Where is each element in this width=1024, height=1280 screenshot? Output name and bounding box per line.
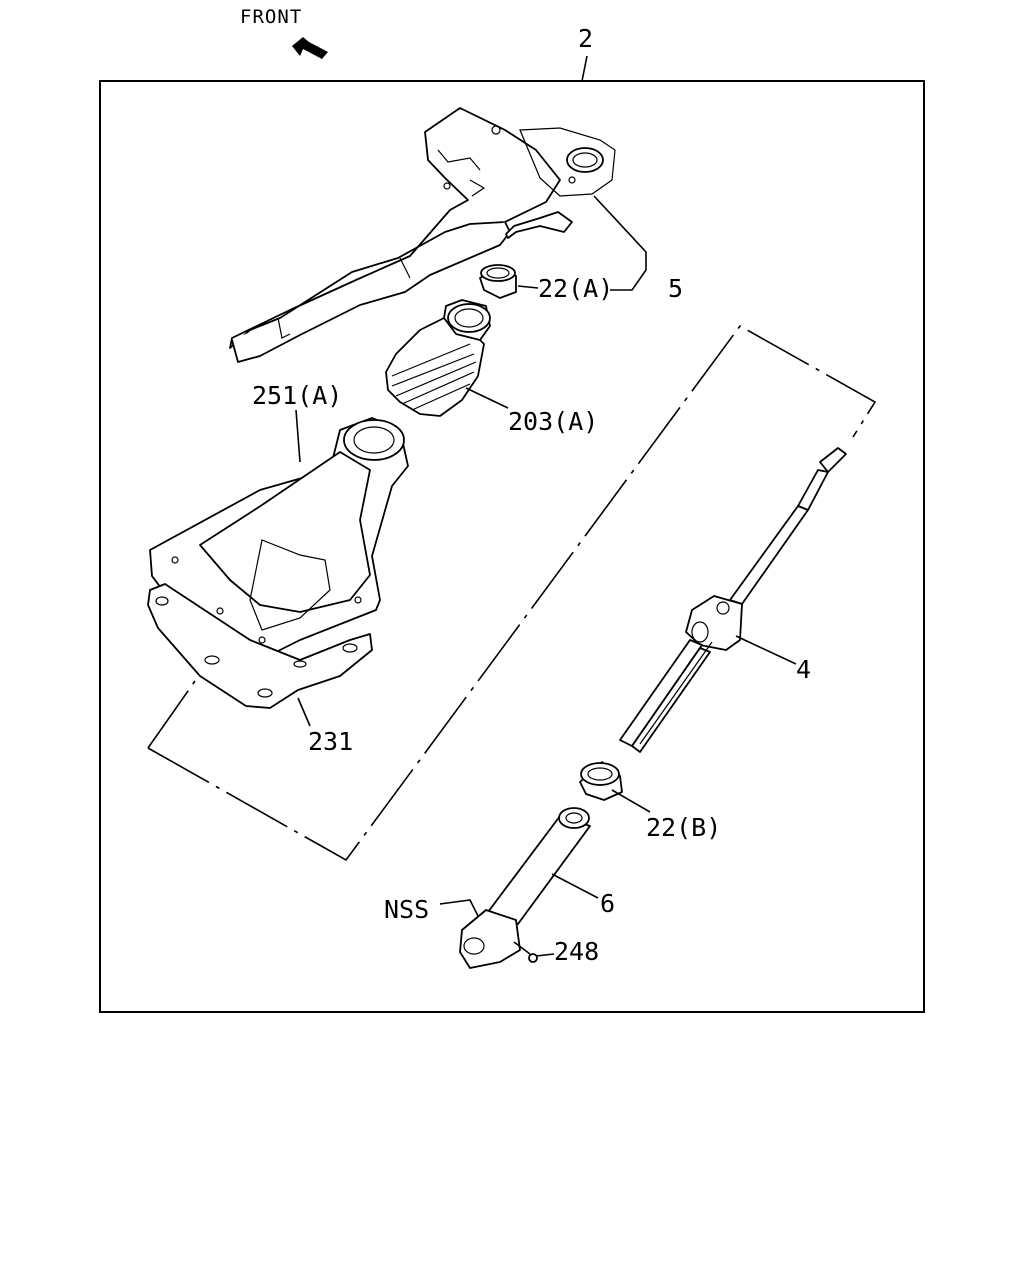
callout-nss: NSS (384, 895, 429, 924)
callout-bushing-b: 22(B) (646, 813, 721, 842)
bushing-b (579, 761, 623, 801)
lower-shaft-part (459, 807, 591, 969)
callout-lower-shaft: 6 (600, 889, 615, 918)
assembly-frame (99, 80, 925, 1013)
callout-boot-cover: 251(A) (252, 381, 342, 410)
callout-bushing-a: 22(A) (538, 274, 613, 303)
callout-boot-a: 203(A) (508, 407, 598, 436)
front-label: FRONT (240, 6, 302, 28)
callout-bolt: 248 (554, 937, 599, 966)
assembly-outline (147, 324, 877, 862)
callout-plate: 231 (308, 727, 353, 756)
boot-a (385, 299, 491, 417)
boot-cover (149, 417, 409, 661)
callout-bracket: 5 (668, 274, 683, 303)
plate-part (147, 583, 373, 709)
shaft-part (619, 447, 847, 753)
callout-shaft: 4 (796, 655, 811, 684)
bushing-a (479, 264, 517, 299)
front-arrow-icon (292, 37, 328, 59)
bracket-part (229, 107, 616, 363)
callout-assembly: 2 (578, 24, 593, 53)
